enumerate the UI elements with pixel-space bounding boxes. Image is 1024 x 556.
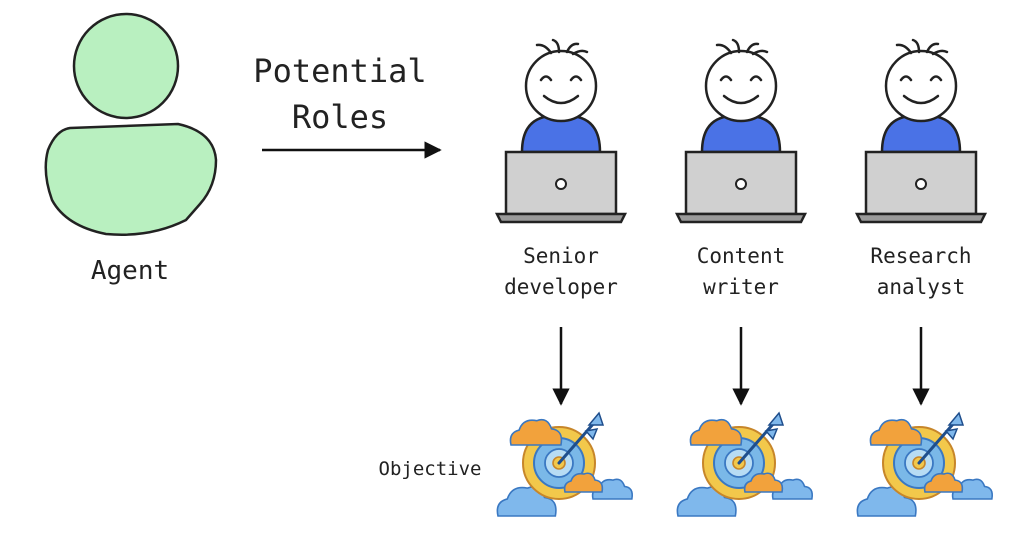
agent-person-icon [44,12,218,236]
objective-label: Objective [378,458,482,480]
role-label-senior-developer: Senior developer [481,241,641,303]
role-label-line2: analyst [876,275,966,299]
role-label-line2: writer [703,275,779,299]
target-icon-content-writer [676,411,813,517]
role-label-content-writer: Content writer [661,241,821,303]
agent-label: Agent [90,256,170,286]
role-label-line1: Senior [523,244,599,268]
worker-laptop-icon-senior-developer [494,38,628,224]
role-label-research-analyst: Research analyst [841,241,1001,303]
potential-roles-line1: Potential [253,52,427,90]
target-icon-senior-developer [496,411,633,517]
role-label-line2: developer [504,275,618,299]
role-label-line1: Content [696,244,786,268]
worker-laptop-icon-research-analyst [854,38,988,224]
target-icon-research-analyst [856,411,993,517]
worker-laptop-icon-content-writer [674,38,808,224]
role-label-line1: Research [870,244,972,268]
potential-roles-label: Potential Roles [225,48,455,140]
potential-roles-line2: Roles [291,98,389,136]
